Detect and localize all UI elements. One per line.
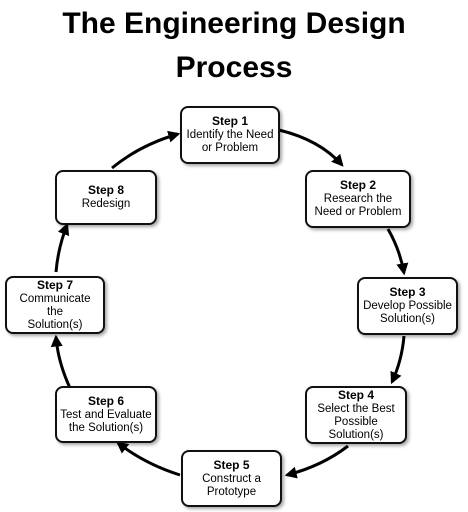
step-7-label: Step 7	[36, 277, 73, 292]
step-4-text: Select the Best Possible Solution(s)	[317, 402, 395, 441]
step-5-label: Step 5	[213, 457, 250, 472]
step-7-text: Communicate the Solution(s)	[19, 292, 91, 331]
step-3-label: Step 3	[389, 285, 426, 299]
arrow-step8-to-step1	[111, 130, 181, 170]
step-2-label: Step 2	[339, 178, 376, 192]
step-5-box: Step 5 Construct a Prototype	[181, 450, 282, 507]
step-1-box: Step 1 Identify the Need or Problem	[180, 106, 280, 164]
arrow-step4-to-step5	[284, 444, 349, 479]
step-8-box: Step 8 Redesign	[55, 170, 157, 225]
arrow-step1-to-step2	[278, 128, 344, 167]
step-1-label: Step 1	[211, 114, 248, 128]
step-7-box: Step 7 Communicate the Solution(s)	[5, 276, 105, 334]
arrow-step3-to-step4	[390, 335, 406, 385]
step-8-text: Redesign	[81, 198, 131, 210]
step-4-box: Step 4 Select the Best Possible Solution…	[305, 386, 407, 444]
title-line-1: The Engineering Design	[62, 7, 406, 40]
step-6-label: Step 6	[87, 393, 124, 408]
step-2-text: Research the Need or Problem	[314, 193, 402, 218]
step-3-box: Step 3 Develop Possible Solution(s)	[357, 277, 458, 335]
step-6-text: Test and Evaluate the Solution(s)	[60, 408, 152, 434]
step-2-box: Step 2 Research the Need or Problem	[305, 170, 411, 228]
arrow-step2-to-step3	[386, 228, 409, 276]
title-line-2: Process	[175, 51, 293, 84]
step-8-label: Step 8	[87, 183, 124, 197]
step-5-text: Construct a Prototype	[202, 472, 261, 498]
step-4-label: Step 4	[337, 387, 374, 402]
arrow-step6-to-step7	[50, 334, 72, 389]
step-1-text: Identify the Need or Problem	[186, 129, 274, 154]
step-6-box: Step 6 Test and Evaluate the Solution(s)	[55, 386, 157, 443]
arrow-step7-to-step8	[54, 222, 70, 273]
step-3-text: Develop Possible Solution(s)	[363, 300, 452, 325]
diagram-title: The Engineering Design Process	[0, 2, 468, 90]
arrow-step5-to-step6	[116, 441, 181, 477]
